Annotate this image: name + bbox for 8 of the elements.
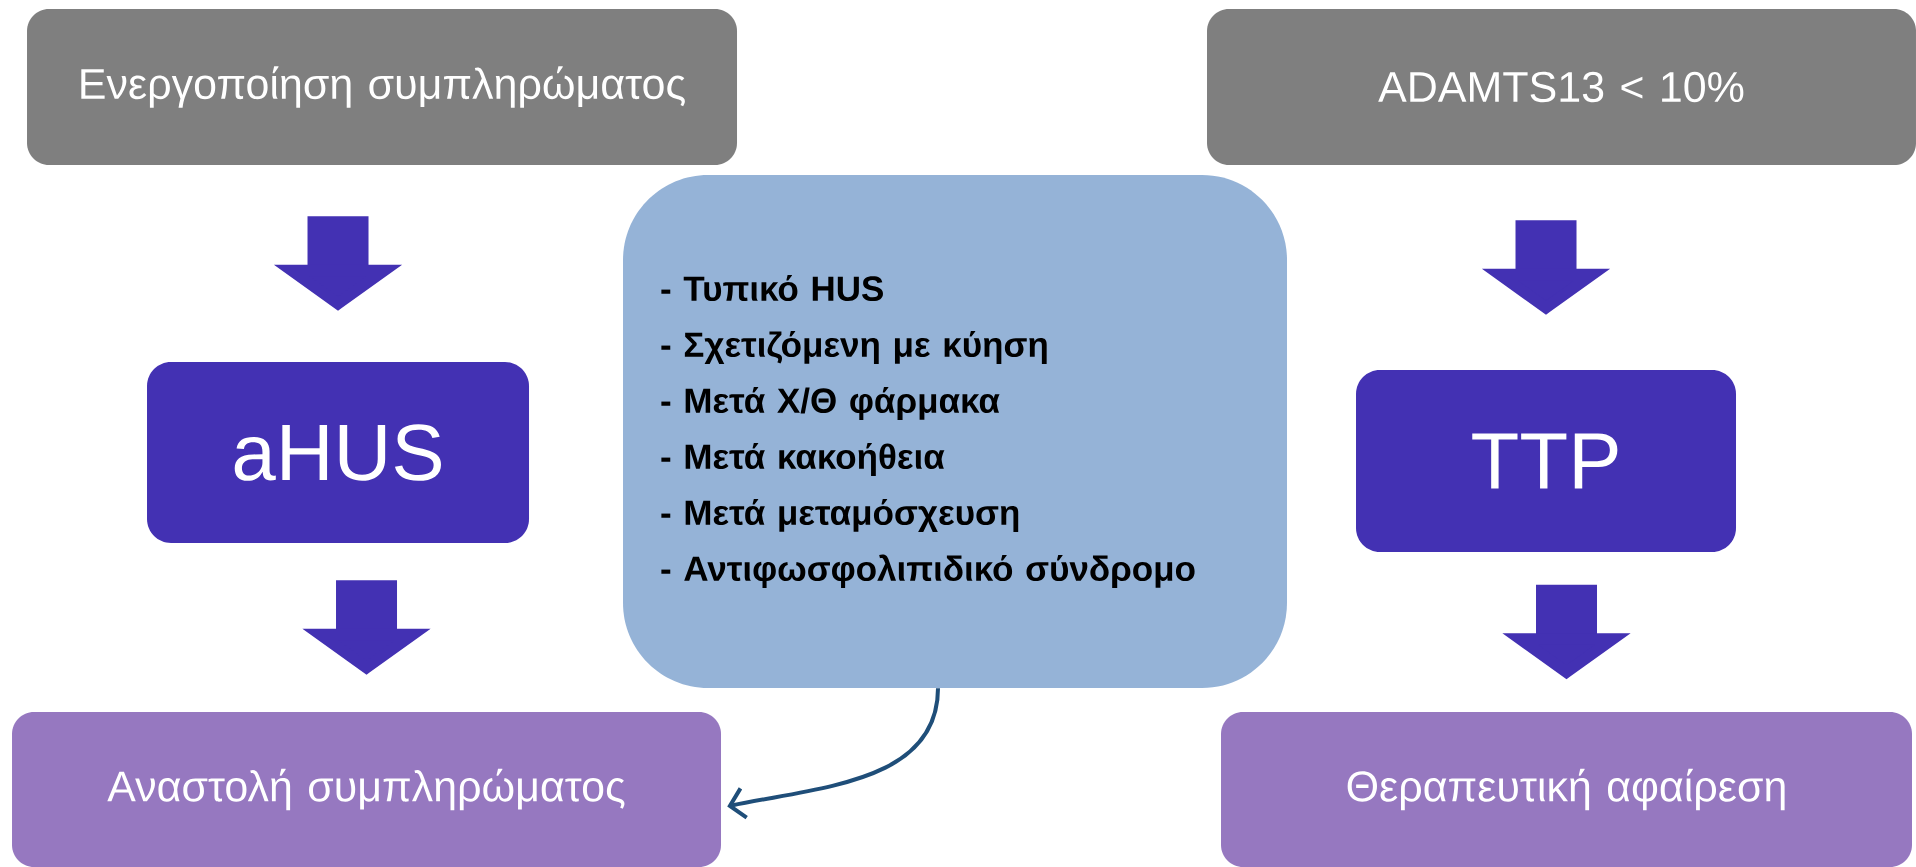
process-box: Θεραπευτική αφαίρεση <box>1221 712 1912 867</box>
curved-arrow <box>727 688 940 820</box>
list-box: - Τυπικό HUS - Σχετιζόμενη με κύηση - Μετά Χ/Θ φάρμακα - Μετά κακοήθεια - Μετά μεταμόσχευση - Αντιφωσφολιπιδικό σύνδρομο <box>623 175 1287 688</box>
process-box: TTP <box>1356 370 1736 552</box>
process-box: Ενεργοποίηση συμπληρώματος <box>27 9 737 165</box>
process-box: Αναστολή συμπληρώματος <box>12 712 721 867</box>
process-box: ADAMTS13 < 10% <box>1207 9 1916 165</box>
process-box: aHUS <box>147 362 529 543</box>
